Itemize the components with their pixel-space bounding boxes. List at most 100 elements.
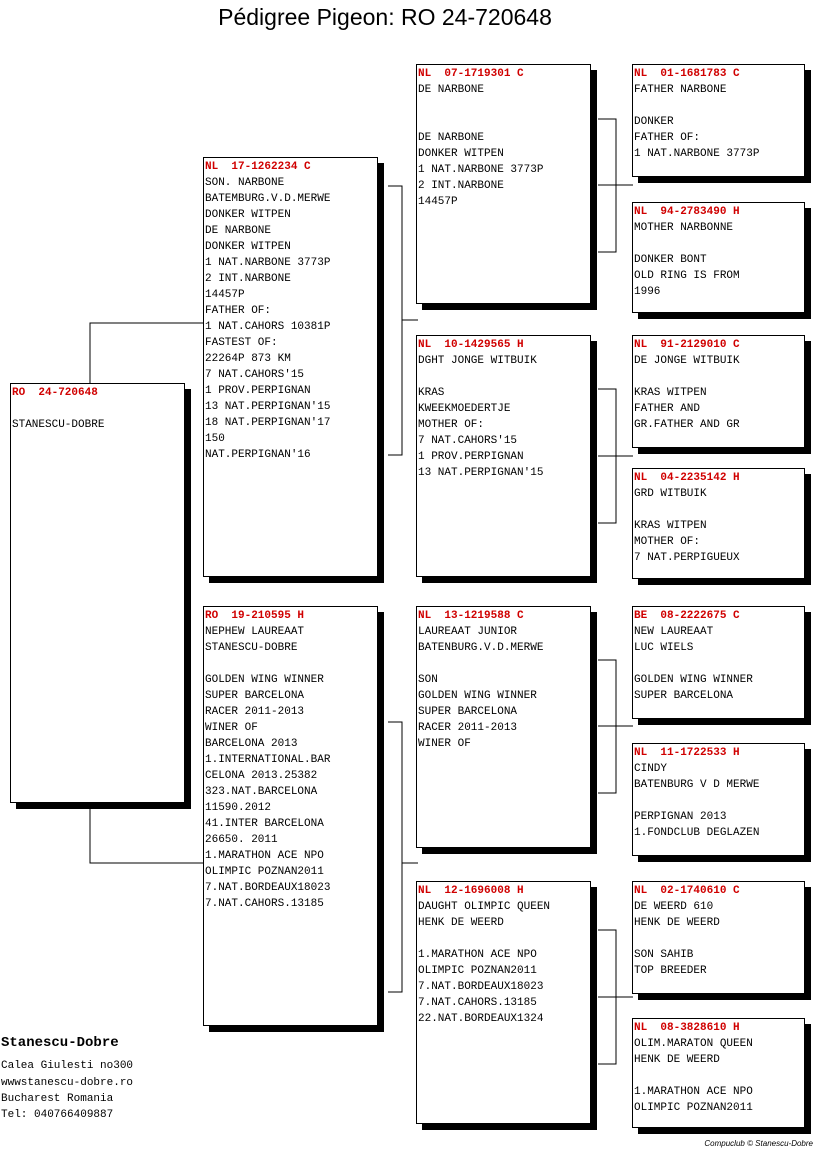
info-line: LUC WIELS — [634, 642, 694, 654]
pigeon-card-sire-sire: NL 07-1719301 C DE NARBONE DE NARBONE DO… — [416, 64, 591, 304]
info-line: 1 NAT.NARBONE 3773P — [634, 148, 760, 160]
pigeon-card-sds: NL 91-2129010 C DE JONGE WITBUIK KRAS WI… — [632, 335, 805, 448]
ring-number: NL 91-2129010 C — [634, 339, 740, 351]
page-title: Pédigree Pigeon: RO 24-720648 — [218, 4, 552, 30]
info-line: 14457P — [205, 289, 245, 301]
ring-number: NL 11-1722533 H — [634, 747, 740, 759]
pigeon-card-dam-sire: NL 13-1219588 C LAUREAAT JUNIOR BATENBUR… — [416, 606, 591, 848]
info-line: 1 NAT.NARBONE 3773P — [418, 164, 544, 176]
info-line: GR.FATHER AND GR — [634, 419, 740, 431]
info-line: OLIMPIC POZNAN2011 — [418, 965, 537, 977]
ring-number: NL 04-2235142 H — [634, 472, 740, 484]
software-credit: Compuclub © Stanescu-Dobre — [704, 1139, 813, 1148]
address-line: Calea Giulesti no300 — [1, 1060, 134, 1072]
info-line: 150 — [205, 433, 225, 445]
info-line: DONKER — [634, 116, 674, 128]
pigeon-card-ddd: NL 08-3828610 H OLIM.MARATON QUEEN HENK … — [632, 1018, 805, 1128]
info-line: 1.MARATHON ACE NPO — [205, 850, 324, 862]
info-line: 14457P — [418, 196, 458, 208]
pigeon-card-dam: RO 19-210595 H NEPHEW LAUREAAT STANESCU-… — [203, 606, 378, 1026]
info-line — [634, 98, 804, 114]
info-line: SUPER BARCELONA — [418, 706, 518, 718]
info-line — [205, 656, 377, 672]
info-line: NEPHEW LAUREAAT — [205, 626, 305, 638]
info-line: 7.NAT.BORDEAUX18023 — [205, 882, 331, 894]
info-line: 1 NAT.NARBONE 3773P — [205, 257, 331, 269]
info-line: NEW LAUREAAT — [634, 626, 714, 638]
info-line: DE NARBONE — [205, 225, 272, 237]
ring-number: NL 02-1740610 C — [634, 885, 740, 897]
breeder-name: Stanescu-Dobre — [1, 1035, 119, 1051]
info-line: BATENBURG.V.D.MERWE — [418, 642, 544, 654]
info-line: CINDY — [634, 763, 668, 775]
info-line: HENK DE WEERD — [634, 917, 720, 929]
ring-number: NL 07-1719301 C — [418, 68, 524, 80]
info-line: KWEEKMOEDERTJE — [418, 403, 511, 415]
info-line — [418, 98, 590, 114]
info-line: 1.FONDCLUB DEGLAZEN — [634, 827, 760, 839]
info-line — [634, 931, 804, 947]
info-line: OLIMPIC POZNAN2011 — [634, 1102, 753, 1114]
info-line: KRAS WITPEN — [634, 520, 707, 532]
info-line: FASTEST OF: — [205, 337, 278, 349]
info-line — [634, 1068, 804, 1084]
info-line: DE NARBONE — [418, 132, 485, 144]
info-line: HENK DE WEERD — [634, 1054, 720, 1066]
info-line: WINER OF — [205, 722, 258, 734]
info-line: SON. NARBONE — [205, 177, 285, 189]
info-line: 1 PROV.PERPIGNAN — [418, 451, 524, 463]
info-line: 7 NAT.CAHORS'15 — [418, 435, 518, 447]
info-line: 11590.2012 — [205, 802, 272, 814]
info-line — [634, 502, 804, 518]
info-line: BATENBURG V D MERWE — [634, 779, 760, 791]
info-line: SUPER BARCELONA — [634, 690, 734, 702]
info-line: DGHT JONGE WITBUIK — [418, 355, 537, 367]
phone-line: Tel: 040766409887 — [1, 1109, 114, 1121]
info-line: 18 NAT.PERPIGNAN'17 — [205, 417, 331, 429]
website-line: wwwstanescu-dobre.ro — [1, 1077, 134, 1089]
info-line: FATHER OF: — [205, 305, 272, 317]
pigeon-card-sire: NL 17-1262234 C SON. NARBONE BATEMBURG.V… — [203, 157, 378, 577]
info-line — [634, 793, 804, 809]
pigeon-card-dsd: NL 11-1722533 H CINDY BATENBURG V D MERW… — [632, 743, 805, 856]
ring-number: NL 94-2783490 H — [634, 206, 740, 218]
ring-number: NL 10-1429565 H — [418, 339, 524, 351]
info-line: FATHER AND — [634, 403, 701, 415]
info-line — [418, 369, 590, 385]
info-line: OLIMPIC POZNAN2011 — [205, 866, 324, 878]
info-line: SON — [418, 674, 438, 686]
info-line: WINER OF — [418, 738, 471, 750]
info-line: DAUGHT OLIMPIC QUEEN — [418, 901, 551, 913]
info-line: 1996 — [634, 286, 661, 298]
info-line: 1.INTERNATIONAL.BAR — [205, 754, 331, 766]
info-line: OLIM.MARATON QUEEN — [634, 1038, 753, 1050]
info-line: DONKER WITPEN — [418, 148, 504, 160]
info-line: 7.NAT.BORDEAUX18023 — [418, 981, 544, 993]
info-line: CELONA 2013.25382 — [205, 770, 318, 782]
info-line — [634, 369, 804, 385]
info-line: DONKER WITPEN — [205, 209, 291, 221]
info-line: HENK DE WEERD — [418, 917, 504, 929]
info-line: GOLDEN WING WINNER — [205, 674, 324, 686]
ring-number: NL 12-1696008 H — [418, 885, 524, 897]
info-line: 41.INTER BARCELONA — [205, 818, 324, 830]
pigeon-card-dss: BE 08-2222675 C NEW LAUREAAT LUC WIELS G… — [632, 606, 805, 719]
pigeon-card-sdd: NL 04-2235142 H GRD WITBUIK KRAS WITPEN … — [632, 468, 805, 579]
info-line: NAT.PERPIGNAN'16 — [205, 449, 311, 461]
info-line: TOP BREEDER — [634, 965, 707, 977]
info-line: LAUREAAT JUNIOR — [418, 626, 518, 638]
info-line: FATHER OF: — [634, 132, 701, 144]
breeder-line: STANESCU-DOBRE — [12, 419, 105, 431]
info-line: GOLDEN WING WINNER — [418, 690, 537, 702]
info-line: DE WEERD 610 — [634, 901, 714, 913]
info-line: MOTHER OF: — [634, 536, 701, 548]
ring-number: BE 08-2222675 C — [634, 610, 740, 622]
info-line — [12, 401, 184, 417]
info-line — [418, 114, 590, 130]
pigeon-card-dds: NL 02-1740610 C DE WEERD 610 HENK DE WEE… — [632, 881, 805, 994]
info-line: 22264P 873 KM — [205, 353, 291, 365]
info-line: 13 NAT.PERPIGNAN'15 — [205, 401, 331, 413]
info-line: DE JONGE WITBUIK — [634, 355, 740, 367]
pigeon-card-ssd: NL 94-2783490 H MOTHER NARBONNE DONKER B… — [632, 202, 805, 313]
info-line: 1 NAT.CAHORS 10381P — [205, 321, 331, 333]
